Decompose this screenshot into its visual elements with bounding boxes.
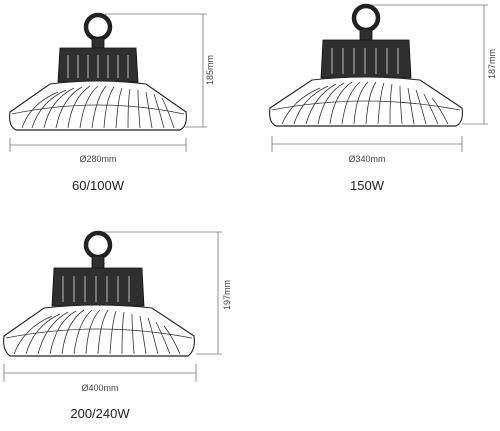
housing-ribs — [62, 276, 130, 302]
height-label: 187mm — [487, 49, 497, 79]
ring-neck — [91, 37, 105, 49]
heat-sink-fins — [11, 85, 185, 129]
hanging-ring — [351, 3, 381, 33]
driver-housing — [51, 267, 145, 307]
lamp-150w: 187mm Ø340mm 150W — [269, 3, 497, 193]
height-label: 185mm — [205, 55, 215, 85]
wattage-label: 200/240W — [70, 406, 130, 421]
hanging-ring — [83, 12, 113, 42]
heat-sink-fins — [5, 309, 193, 355]
diameter-label: Ø400mm — [81, 383, 118, 393]
heat-sink — [9, 80, 187, 131]
housing-ribs — [67, 55, 129, 78]
heat-sink — [3, 304, 195, 357]
lamp-60-100w: 185mm Ø280mm 60/100W — [9, 12, 215, 193]
lamp-200-240w: 197mm Ø400mm 200/240W — [3, 230, 232, 421]
ring-neck — [91, 255, 105, 269]
diameter-label: Ø280mm — [79, 154, 116, 164]
wattage-label: 60/100W — [72, 178, 125, 193]
hanging-ring — [83, 230, 113, 260]
housing-ribs — [331, 48, 399, 74]
height-label: 197mm — [222, 280, 232, 310]
wattage-label: 150W — [350, 178, 385, 193]
heat-sink-fins — [271, 81, 461, 125]
diameter-label: Ø340mm — [348, 154, 385, 164]
ring-neck — [359, 28, 373, 41]
